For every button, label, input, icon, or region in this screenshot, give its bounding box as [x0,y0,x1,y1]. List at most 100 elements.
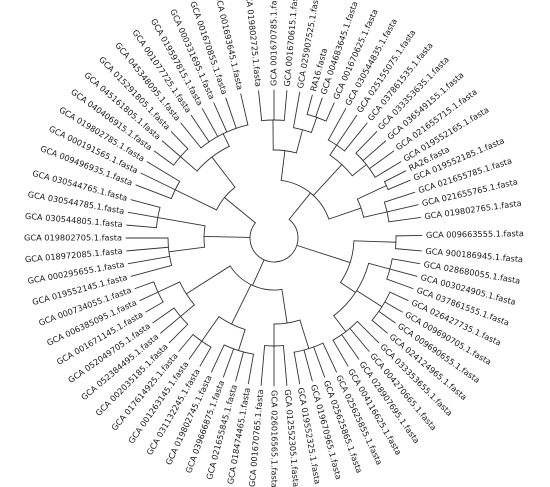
branch-124 [135,184,172,200]
tip-label-1: GCA 001670785.1.fasta [269,0,279,86]
branch-54 [386,278,414,290]
branch-79 [282,345,288,386]
branch-131 [153,150,175,166]
branch-87 [235,351,244,382]
branch-99 [168,323,189,344]
branch-105 [139,291,159,301]
branch-10 [295,129,303,154]
branch-137 [190,114,210,143]
branch-97 [180,304,195,317]
branch-66 [332,339,349,367]
branch-93 [188,340,203,360]
branch-27 [355,131,378,154]
tip-label-37: GCA 026016565.1.fasta [270,390,280,487]
branch-39 [383,191,416,203]
branch-92 [199,346,212,367]
tip-label-0: GCA 019802725.1.fasta [243,0,263,87]
branch-104 [145,301,164,313]
branch-1 [288,192,311,220]
branch-12 [293,91,301,129]
branch-126 [146,161,181,182]
branch-15 [306,94,313,115]
branch-23 [336,114,358,146]
tip-label-56: GCA 030544805.1.fasta [25,211,123,230]
tip-labels: GCA 019802725.1.fasta GCA 001670785.1.fas… [24,0,524,487]
branch-127 [211,156,236,188]
tip-label-19: GCA 009663555.1.fasta [426,228,524,240]
branch-76 [293,351,301,385]
branch-115 [157,217,206,227]
branch-84 [238,329,246,351]
branch-31 [328,207,362,220]
branch-60 [371,319,388,334]
branch-13 [310,116,318,133]
branch-128 [196,145,230,172]
tip-label-36: GCA 012552305.1.fasta [283,389,302,487]
branch-111 [130,264,173,277]
branch-135 [200,124,249,149]
branch-41 [388,216,422,223]
branch-35 [384,170,407,183]
branch-125 [140,172,176,191]
branch-101 [152,307,175,324]
branch-120 [223,197,256,224]
branch-117 [126,224,157,229]
branch-29 [369,150,395,170]
branch-25 [351,164,367,177]
branch-134 [222,133,230,147]
branch-34 [384,181,389,190]
branch-53 [389,268,418,277]
branch-33 [356,185,387,200]
branch-81 [260,345,266,386]
branch-113 [126,246,169,252]
branch-138 [201,108,219,137]
tip-label-55: GCA 019802705.1.fasta [24,233,122,243]
branch-140 [225,97,237,129]
branch-58 [384,301,403,313]
branch-102 [157,281,181,293]
branch-69 [281,288,288,324]
branch-16 [315,97,323,118]
branch-40 [386,204,419,213]
branch-68 [229,265,283,291]
branch-17 [325,102,335,122]
branch-67 [252,259,265,286]
branch-89 [211,344,225,373]
branch-129 [179,156,198,172]
branch-121 [216,186,236,211]
branch-95 [185,265,231,295]
branch-82 [231,284,252,325]
branch-136 [180,122,202,149]
branch-22 [327,108,347,141]
branch-2 [280,180,330,220]
branch-94 [178,334,194,352]
branch-3 [280,150,286,181]
branch-86 [247,353,254,385]
branch-73 [322,342,337,373]
branch-107 [203,236,251,238]
branch-122 [174,189,217,211]
branch-88 [222,348,235,378]
branch-90 [201,316,220,342]
branch-37 [363,211,388,218]
branch-9 [283,90,288,121]
branch-71 [299,319,310,350]
branch-133 [170,131,189,150]
branch-7 [258,90,263,122]
branch-0 [249,218,299,263]
branch-30 [374,161,402,178]
branch-52 [391,258,421,265]
branch-36 [387,179,411,190]
branch-43 [340,240,355,283]
branch-18 [312,164,343,196]
branch-106 [134,281,155,290]
branch-118 [127,211,159,218]
branch-100 [160,315,181,334]
tip-label-38: GCA 001670765.1.fasta [247,389,266,487]
branch-28 [362,140,387,162]
branch-109 [168,246,206,253]
branch-63 [356,320,380,344]
branch-61 [333,315,347,333]
branch-132 [161,140,181,158]
